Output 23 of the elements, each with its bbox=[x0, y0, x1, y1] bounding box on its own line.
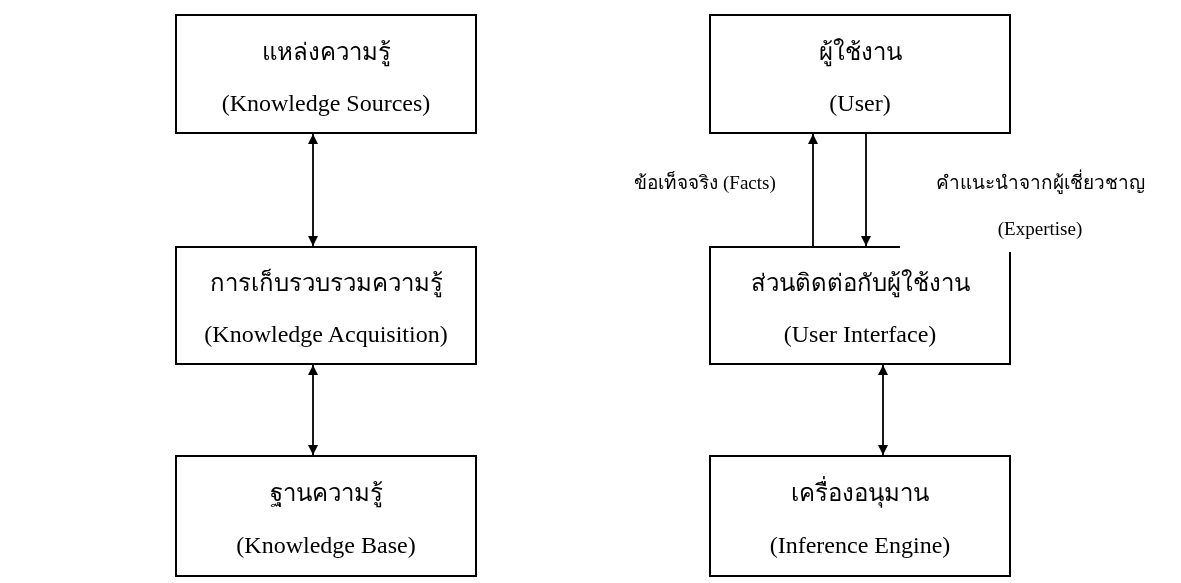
box-text: แหล่งความรู้ bbox=[261, 37, 391, 69]
process-box bbox=[709, 246, 1011, 365]
arrow bbox=[878, 364, 888, 456]
process-box bbox=[175, 455, 477, 577]
arrow bbox=[308, 364, 318, 456]
box-text: ส่วนติดต่อกับผู้ใช้งาน bbox=[750, 268, 970, 300]
arrow bbox=[308, 133, 318, 247]
process-box bbox=[709, 14, 1011, 134]
box-text: การเก็บรวบรวมความรู้ bbox=[209, 267, 443, 300]
arrow bbox=[861, 133, 871, 247]
box-text: (User) bbox=[829, 89, 891, 117]
arrow bbox=[808, 133, 818, 247]
box-text: (Knowledge Base) bbox=[236, 532, 416, 559]
box-text: (Knowledge Acquisition) bbox=[204, 320, 448, 348]
process-box bbox=[175, 246, 477, 365]
process-box bbox=[175, 14, 477, 134]
box-text: (User Interface) bbox=[783, 320, 937, 348]
box-text: (Inference Engine) bbox=[769, 532, 951, 559]
box-text: ฐานความรู้ bbox=[269, 479, 383, 510]
box-text: ผู้ใช้งาน bbox=[818, 37, 902, 69]
box-text: เครื่องอนุมาน bbox=[791, 473, 929, 512]
process-box bbox=[709, 455, 1011, 577]
box-text: (Knowledge Sources) bbox=[221, 89, 431, 117]
